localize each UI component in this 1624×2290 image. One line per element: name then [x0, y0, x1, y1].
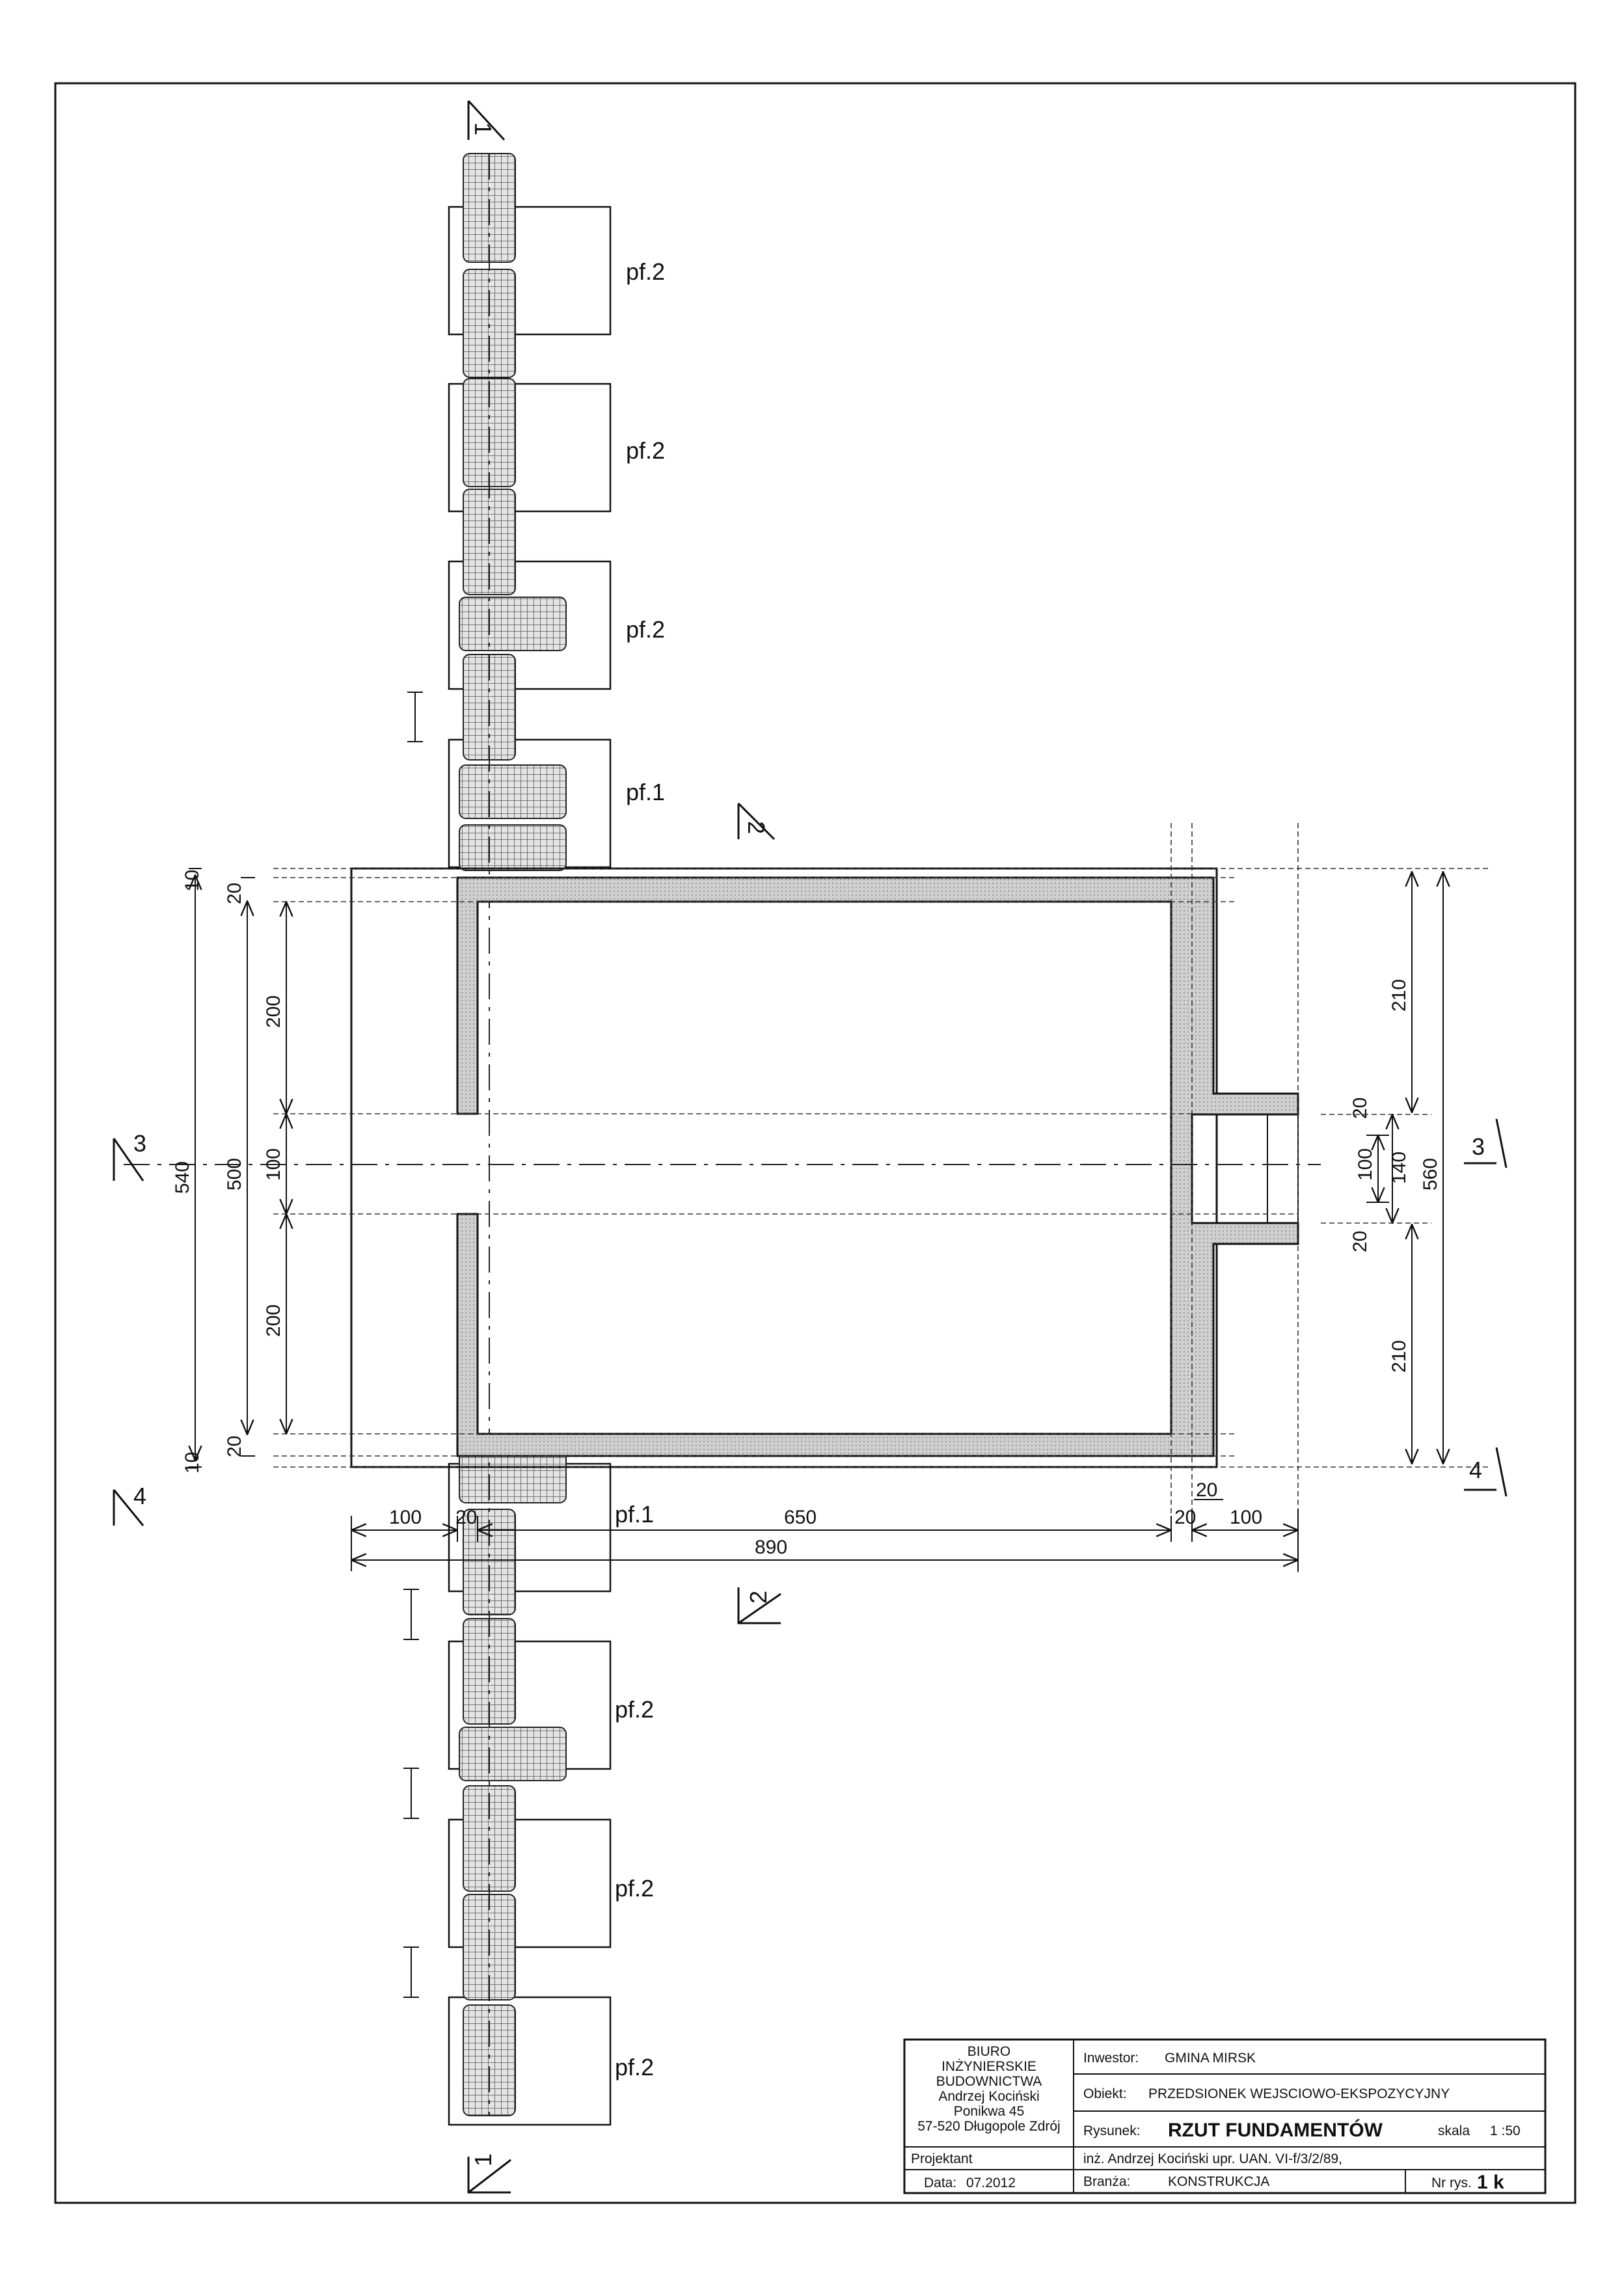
dim-label: 20 [1349, 1098, 1371, 1119]
pf-label: pf.2 [615, 2054, 654, 2081]
dim-label: 210 [1388, 979, 1410, 1012]
dim-label: 10 [182, 1452, 203, 1474]
office-line: Andrzej Kociński [938, 2089, 1039, 2104]
drawing-title: RZUT FUNDAMENTÓW [1168, 2119, 1383, 2141]
dim-label: 100 [263, 1148, 284, 1181]
dim-label: 20 [1196, 1479, 1217, 1501]
dim-label: 20 [224, 1436, 245, 1457]
bottom-dimension-texts: 100 20 650 20 100 890 20 [389, 1479, 1262, 1558]
dim-label: 20 [1349, 1231, 1371, 1252]
dim-label: 540 [172, 1161, 193, 1194]
branch-value: KONSTRUKCJA [1168, 2174, 1269, 2189]
scale-value: 1 :50 [1490, 2123, 1521, 2138]
pf-labels-top: pf.2 pf.2 pf.2 pf.1 [626, 258, 665, 805]
section-numbers: 1 1 2 2 3 3 4 4 [133, 122, 1485, 2166]
section-number: 1 [470, 122, 496, 135]
joint-markers [403, 692, 423, 1998]
dim-label: 100 [1355, 1148, 1376, 1181]
designer-value: inż. Andrzej Kociński upr. UAN. VI-f/3/2… [1083, 2151, 1342, 2166]
branch-label: Branża: [1083, 2174, 1130, 2189]
investor-label: Inwestor: [1083, 2051, 1139, 2066]
dim-label: 140 [1388, 1152, 1410, 1184]
section-number: 2 [743, 821, 770, 834]
date-value: 07.2012 [966, 2176, 1016, 2190]
pf-label: pf.2 [615, 1696, 654, 1723]
dim-label: 20 [455, 1507, 477, 1528]
office-line: Ponikwa 45 [954, 2104, 1025, 2119]
dim-label: 890 [755, 1537, 787, 1558]
section-number: 3 [133, 1130, 146, 1157]
office-line: BUDOWNICTWA [936, 2074, 1042, 2089]
object-value: PRZEDSIONEK WEJSCIOWO-EKSPOZYCYJNY [1148, 2086, 1450, 2101]
dim-label: 20 [224, 883, 245, 904]
dim-label: 200 [263, 995, 284, 1028]
object-label: Obiekt: [1083, 2086, 1127, 2101]
section-number: 4 [133, 1483, 146, 1509]
right-dimension-lines [1366, 872, 1443, 1464]
extension-lines [273, 823, 1490, 1574]
right-dimension-texts: 210 20 100 140 20 210 560 [1349, 979, 1441, 1373]
left-dimension-texts: 10 20 200 100 200 20 10 500 540 [172, 870, 284, 1474]
section-number: 4 [1469, 1457, 1482, 1483]
pf-label: pf.2 [626, 258, 665, 285]
threshold [1267, 1114, 1299, 1224]
sheet-border [54, 82, 1577, 2204]
title-block-fields: Inwestor: GMINA MIRSK Obiekt: PRZEDSIONE… [911, 2051, 1521, 2193]
dim-label: 200 [263, 1304, 284, 1337]
dim-label: 100 [1230, 1507, 1262, 1528]
section-number: 2 [745, 1591, 772, 1604]
title-block-office: BIURO INŻYNIERSKIE BUDOWNICTWA Andrzej K… [917, 2044, 1060, 2134]
date-label: Data: [924, 2176, 956, 2190]
investor-value: GMINA MIRSK [1165, 2051, 1256, 2066]
number-value: 1 k [1477, 2172, 1504, 2193]
office-line: 57-520 Długopole Zdrój [917, 2119, 1060, 2134]
dim-label: 560 [1420, 1158, 1441, 1191]
dim-label: 500 [224, 1158, 245, 1191]
pf-label: pf.2 [626, 616, 665, 643]
dim-label: 10 [182, 870, 203, 891]
pf-label: pf.2 [615, 1875, 654, 1902]
pf-label: pf.1 [615, 1501, 654, 1528]
hatched-blocks [459, 153, 567, 2116]
scale-label: skala [1438, 2123, 1470, 2138]
title-block [903, 2038, 1547, 2194]
section-number: 3 [1472, 1133, 1485, 1160]
pf-labels-bottom: pf.1 pf.2 pf.2 pf.2 [615, 1501, 654, 2081]
dim-label: 20 [1174, 1507, 1196, 1528]
section-markers [113, 100, 1508, 2194]
office-line: INŻYNIERSKIE [941, 2059, 1036, 2074]
designer-label: Projektant [911, 2151, 973, 2166]
dim-label: 100 [389, 1507, 422, 1528]
section-number: 1 [470, 2153, 496, 2166]
number-label: Nr rys. [1431, 2176, 1472, 2190]
bottom-dimension-lines [351, 1499, 1298, 1571]
pf-label: pf.2 [626, 437, 665, 464]
pf-label: pf.1 [626, 779, 665, 805]
left-dimension-lines [189, 868, 286, 1468]
wall-band [456, 876, 1299, 1457]
drawing-label: Rysunek: [1083, 2123, 1141, 2138]
office-line: BIURO [968, 2044, 1011, 2059]
dim-label: 210 [1388, 1340, 1410, 1373]
dim-label: 650 [784, 1507, 817, 1528]
foundation-outline [350, 867, 1218, 1468]
